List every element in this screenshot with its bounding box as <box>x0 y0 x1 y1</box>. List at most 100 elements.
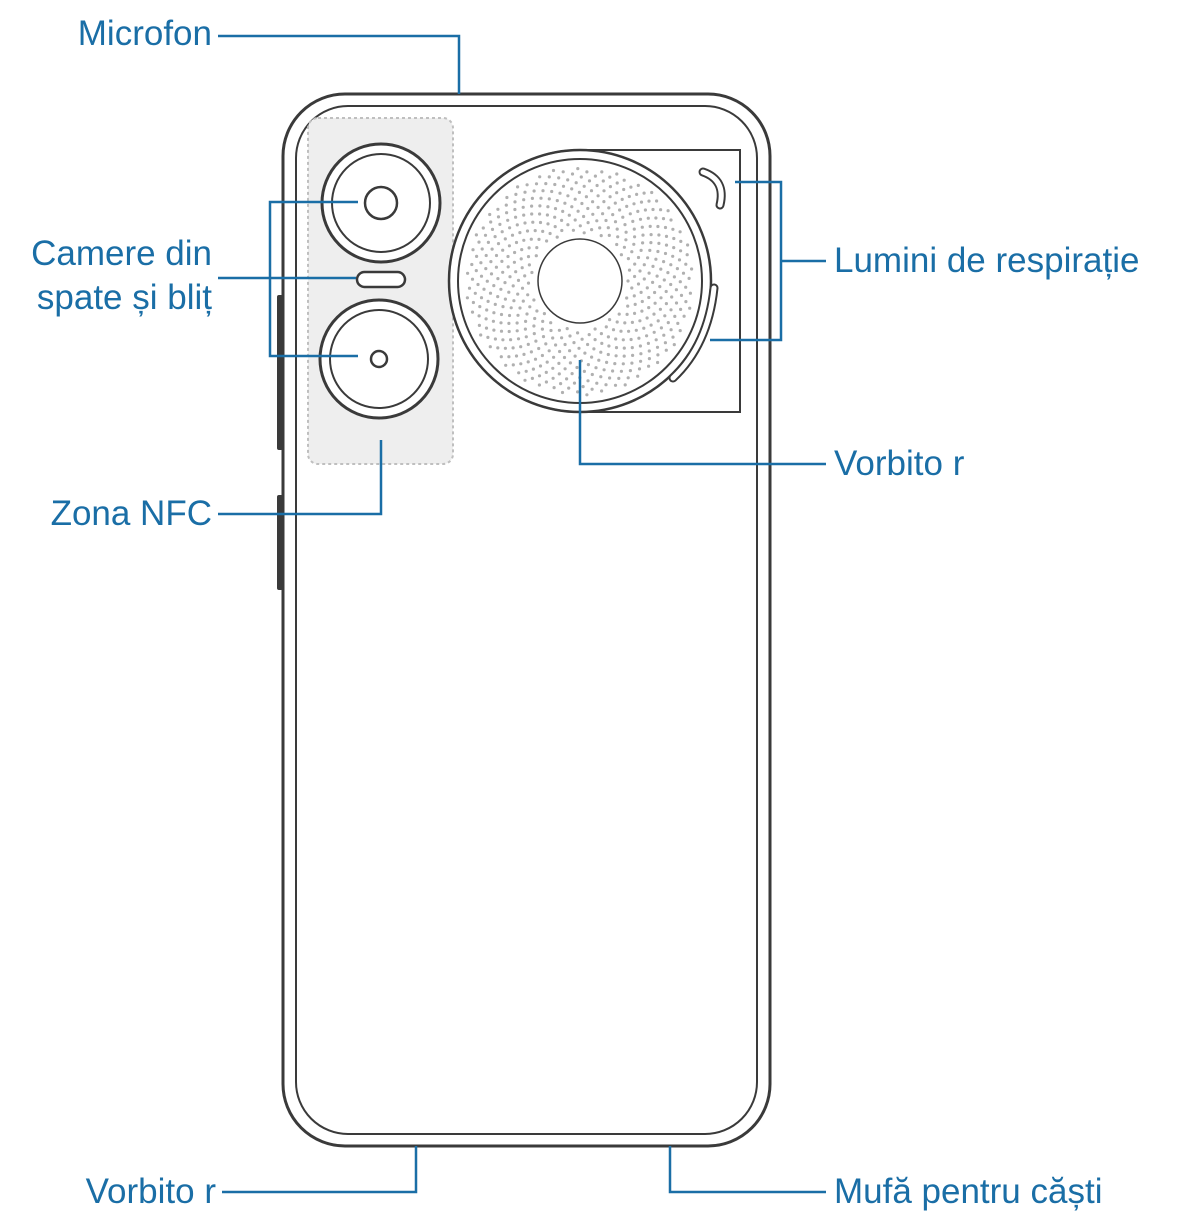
speaker-grille-dot <box>524 369 528 373</box>
speaker-grille-dot <box>560 228 564 233</box>
speaker-grille-dot <box>568 349 572 353</box>
speaker-grille-dot <box>541 319 545 323</box>
speaker-grille-dot <box>553 215 557 219</box>
label-headphone-jack: Mufă pentru căști <box>834 1172 1103 1211</box>
speaker-grille-dot <box>639 248 643 252</box>
speaker-grille-dot <box>669 328 673 332</box>
speaker-grille-dot <box>637 336 641 340</box>
speaker-grille-dot <box>663 341 668 345</box>
speaker-grille-dot <box>486 299 490 303</box>
speaker-grille-dot <box>549 321 553 325</box>
speaker-grille-dot <box>544 370 548 374</box>
speaker-grille-dot <box>659 267 663 271</box>
speaker-grille-dot <box>465 296 469 300</box>
label-microphone: Microfon <box>77 14 212 53</box>
speaker-grille-dot <box>524 335 528 339</box>
speaker-grille-dot <box>654 257 658 261</box>
speaker-grille-dot <box>485 279 489 283</box>
speaker-grille-dot <box>534 182 539 186</box>
speaker-grille-dot <box>599 332 604 336</box>
speaker-grille-dot <box>608 376 612 380</box>
speaker-grille-dot <box>565 377 569 381</box>
speaker-grille-dot <box>653 301 657 305</box>
speaker-grille-dot <box>488 345 492 349</box>
speaker-grille-dot <box>598 226 602 230</box>
speaker-grille-dot <box>565 327 569 331</box>
speaker-grille-dot <box>576 331 580 335</box>
speaker-grille-dot <box>662 260 666 264</box>
speaker-grille-dot <box>524 319 528 323</box>
speaker-grille-dot <box>579 175 583 179</box>
speaker-grille-dot <box>507 290 511 294</box>
speaker-grille-dot <box>687 276 691 280</box>
speaker-grille-dot <box>643 208 648 212</box>
speaker-grille-dot <box>626 279 630 283</box>
speaker-grille-dot <box>480 247 484 251</box>
speaker-grille-dot <box>484 317 488 321</box>
speaker-grille-dot <box>484 326 489 330</box>
speaker-grille-dot <box>527 263 532 267</box>
speaker-grille-dot <box>622 187 626 192</box>
speaker-grille-dot <box>511 284 515 288</box>
speaker-grille-dot <box>613 201 617 205</box>
speaker-grille-dot <box>560 336 564 340</box>
speaker-grille-dot <box>682 314 686 318</box>
speaker-grille-dot <box>647 271 651 275</box>
speaker-grille-dot <box>496 346 500 350</box>
speaker-grille-dot <box>618 208 622 212</box>
speaker-grille-dot <box>516 185 520 189</box>
speaker-grille-dot <box>575 365 579 370</box>
speaker-grille-dot <box>656 360 660 365</box>
speaker-grille-dot <box>628 212 632 216</box>
speaker-grille-dot <box>646 341 651 345</box>
speaker-grille-dot <box>641 241 645 245</box>
speaker-grille-dot <box>566 223 570 227</box>
speaker-grille-dot <box>544 380 549 384</box>
speaker-grille-dot <box>557 372 561 376</box>
speaker-grille-dot <box>623 321 627 325</box>
speaker-grille-dot <box>566 178 570 182</box>
speaker-grille-dot <box>478 305 482 309</box>
speaker-grille-dot <box>542 312 547 316</box>
speaker-grille-dot <box>633 311 637 315</box>
speaker-grille-dot <box>531 220 535 224</box>
speaker-grille-dot <box>519 362 523 366</box>
speaker-grille-dot <box>656 353 660 357</box>
speaker-grille-dot <box>520 286 525 290</box>
speaker-grille-dot <box>664 234 669 238</box>
speaker-grille-dot <box>489 272 494 276</box>
speaker-grille-dot <box>619 253 624 257</box>
speaker-grille-dot <box>534 339 538 343</box>
speaker-grille-dot <box>496 277 500 281</box>
speaker-grille-dot <box>590 372 594 377</box>
speaker-grille-dot <box>528 305 532 309</box>
speaker-grille-dot <box>630 346 634 350</box>
speaker-grille-dot <box>607 344 611 348</box>
speaker-grille-dot <box>593 327 597 331</box>
speaker-grille-dot <box>613 220 618 224</box>
speaker-grille-dot <box>674 301 679 305</box>
speaker-grille-dot <box>503 346 507 350</box>
speaker-grille-dot <box>606 352 610 357</box>
speaker-grille-dot <box>513 207 517 212</box>
speaker-grille-dot <box>566 194 570 198</box>
speaker-grille-dot <box>586 342 590 347</box>
speaker-grille-dot <box>516 337 521 341</box>
speaker-grille-dot <box>471 300 475 305</box>
speaker-grille-dot <box>587 333 591 337</box>
speaker-grille-dot <box>523 190 527 194</box>
speaker-grille-dot <box>629 185 633 189</box>
speaker-grille-dot <box>558 191 562 195</box>
speaker-grille-dot <box>681 271 686 275</box>
speaker-grille-dot <box>563 342 567 347</box>
speaker-grille-dot <box>658 285 662 289</box>
callout-line-speaker-top <box>578 360 826 466</box>
speaker-grille-dot <box>593 174 598 178</box>
speaker-grille-dot <box>510 233 515 237</box>
speaker-grille-dot <box>488 291 493 295</box>
speaker-grille-dot <box>690 267 694 271</box>
speaker-grille-dot <box>639 359 643 363</box>
speaker-grille-dot <box>638 344 643 348</box>
speaker-grille-dot <box>523 327 528 331</box>
speaker-grille-dot <box>642 263 646 267</box>
